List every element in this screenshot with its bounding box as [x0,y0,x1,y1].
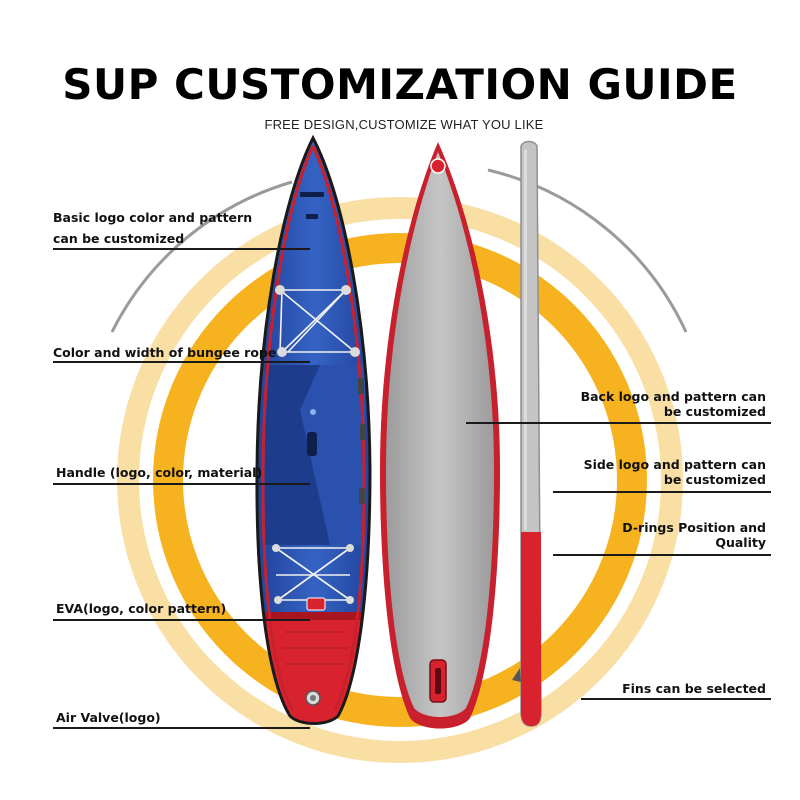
leader-line [53,727,310,729]
front-d-rings [275,285,360,357]
callout-fins: Fins can be selected [622,681,766,696]
d-ring-icon [341,285,351,295]
callout-text: Air Valve(logo) [56,710,161,725]
callout-text: Color and width of bungee rope [53,345,277,360]
callout-logo-color: Basic logo color and pattern can be cust… [53,207,252,249]
callout-eva: EVA(logo, color pattern) [56,598,226,619]
d-ring-icon [350,347,360,357]
leader-line [53,483,310,485]
callout-text: Fins can be selected [622,681,766,696]
callout-text: Handle (logo, color, material) [56,465,263,480]
side-fin-icon [512,668,521,682]
callout-text: D-rings Position and [622,520,766,535]
callout-handle: Handle (logo, color, material) [56,462,262,483]
back-logo-icon [430,158,446,174]
leader-line [581,698,771,700]
page-title: SUP CUSTOMIZATION GUIDE [62,60,738,109]
leader-line [53,619,310,621]
callout-d-rings: D-rings Position and Quality [622,520,766,550]
leader-line [466,422,771,424]
page-subtitle: FREE DESIGN,CUSTOMIZE WHAT YOU LIKE [264,117,544,132]
eva-logo-icon [306,597,326,611]
callout-text: can be customized [53,231,185,246]
callout-text: be customized [663,404,766,419]
leader-line [553,491,771,493]
outer-ring-light [117,197,683,763]
leader-line [53,361,310,363]
inner-ring-orange [153,233,647,727]
side-board [512,140,542,727]
gray-arc-right [487,168,688,333]
d-ring-icon [277,347,287,357]
board-small-logo-icon [306,214,318,219]
back-board [380,142,500,729]
handle-icon [307,432,317,456]
decor-rings [110,168,688,763]
callout-text: be customized [663,472,766,487]
callout-bungee: Color and width of bungee rope [53,342,276,363]
callout-text: EVA(logo, color pattern) [56,601,227,616]
leader-line [553,554,771,556]
callout-text: Side logo and pattern can [583,457,766,472]
board-logo-icon [300,192,324,197]
callout-side-logo: Side logo and pattern can be customized [584,457,766,487]
callout-back-logo: Back logo and pattern can be customized [581,389,766,419]
callout-text: Quality [715,535,766,550]
d-ring-icon [275,285,285,295]
callout-text: Back logo and pattern can [580,389,766,404]
callout-air-valve: Air Valve(logo) [56,707,161,728]
callout-text: Basic logo color and pattern [53,210,253,225]
leader-line [53,248,310,250]
gray-arc-left [110,180,293,333]
